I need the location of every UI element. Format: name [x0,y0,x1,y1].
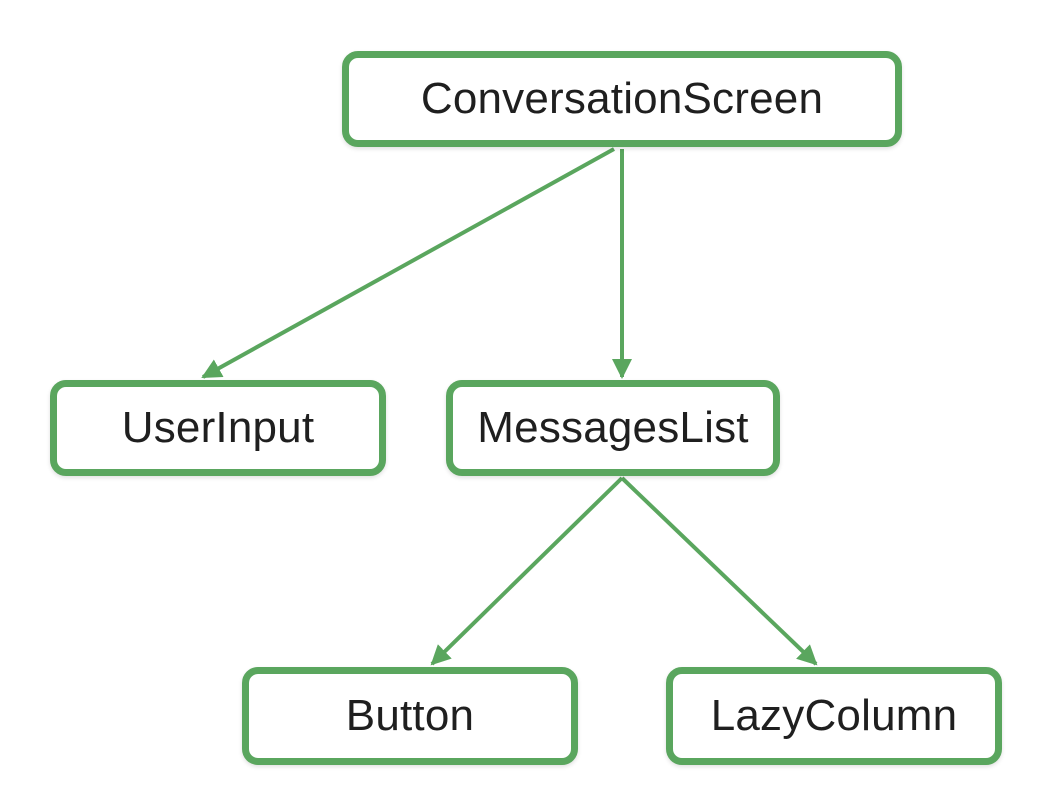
node-conversation-screen: ConversationScreen [342,51,902,147]
edge-messages-list-to-button [430,476,624,666]
node-messages-list: MessagesList [446,380,780,476]
edge-messages-list-to-lazy-column [620,476,818,666]
node-label-conversation-screen: ConversationScreen [420,74,824,123]
node-label-user-input: UserInput [121,403,315,452]
node-user-input: UserInput [50,380,386,476]
node-label-lazy-column: LazyColumn [710,691,958,740]
node-lazy-column: LazyColumn [666,667,1002,765]
node-label-button: Button [345,691,475,740]
node-label-messages-list: MessagesList [477,403,749,452]
node-button: Button [242,667,578,765]
edge-conversation-screen-to-user-input [201,147,615,379]
